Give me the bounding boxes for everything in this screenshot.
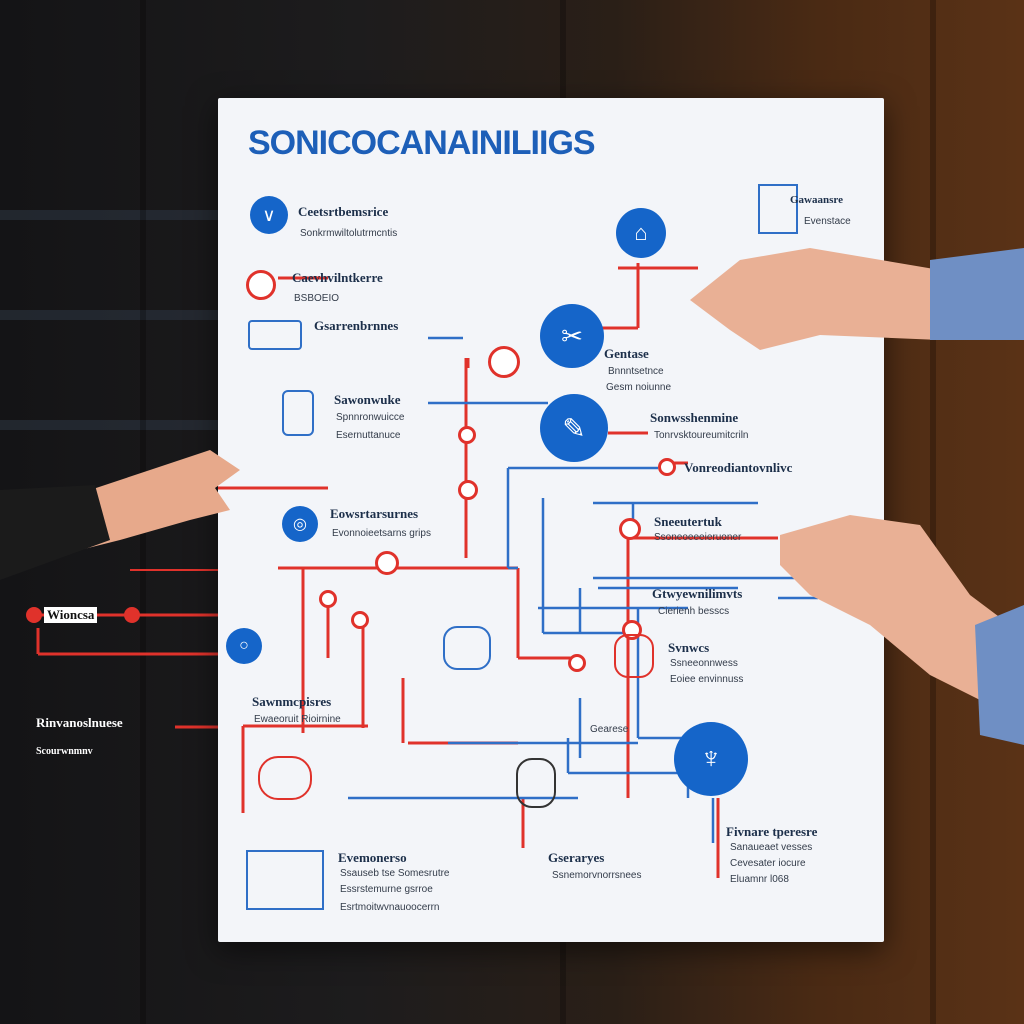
device-icon [282,390,314,436]
label-15-sub3: Eluamnr l068 [730,874,789,885]
network-node-icon: ♆ [674,722,748,796]
label-4-sub: Spnnronwuicce [336,412,404,423]
label-7-sub2: Essrstemurne gsrroe [340,884,433,895]
label-15: Fivnare tperesre [726,824,817,840]
connector-node [319,590,337,608]
robot-icon [258,756,312,800]
label-5: Eowsrtarsurnes [330,506,418,522]
gear-icon [246,270,276,300]
label-7: Evemonerso [338,850,407,866]
label-8-sub: Bnnntsetnce [608,366,664,377]
label-13-sub: Ssneeonnwess [670,658,738,669]
label-15-sub: Sanaueaet vesses [730,842,812,853]
network-node-icon: ∨ [250,196,288,234]
label-9: Sonwsshenmine [650,410,738,426]
label-8: Gentase [604,346,649,362]
engine-icon [614,634,654,678]
bus-icon [248,320,302,350]
label-13-sub2: Eoiee envinnuss [670,674,743,685]
label-2-sub: BSBOEIO [294,293,339,304]
gear-icon [488,346,520,378]
label-14-sub: Ssnemorvnorrsnees [552,870,641,881]
machine-icon [443,626,491,670]
outside-label-3: Scourwnmnv [36,746,93,757]
label-2: Caevhvilntkerre [292,270,383,286]
connector-node [458,480,478,500]
top-right-hand [680,240,1024,370]
label-7-sub3: Esrtmoitwvnauoocerrn [340,902,439,913]
label-16: Gawaansre [790,194,843,206]
label-4: Sawonwuke [334,392,400,408]
figure-icon [516,758,556,808]
label-6-sub: Ewaeoruit Rioirnine [254,714,341,725]
connector-node [619,518,641,540]
label-1: Ceetsrtbemsrice [298,204,388,220]
label-5-sub: Evonnoieetsarns grips [332,528,431,539]
label-10: Vonreodiantovnlivc [684,460,792,476]
document-icon [246,850,324,910]
label-11: Sneeutertuk [654,514,722,530]
network-node-icon: ✂ [540,304,604,368]
label-9-sub: Tonrvsktoureumitcriln [654,430,748,441]
label-4-sub2: Esernuttanuce [336,430,401,441]
network-node-icon: ⌂ [616,208,666,258]
label-14: Gseraryes [548,850,604,866]
outside-label-2: Rinvanoslnuese [36,715,123,731]
label-17: Gearese [590,724,628,735]
connector-node [375,551,399,575]
label-3: Gsarrenbrnnes [314,318,398,334]
network-node-icon: ✎ [540,394,608,462]
network-node-icon: ○ [226,628,262,664]
label-6: Sawnmcpisres [252,694,331,710]
connector-node [458,426,476,444]
left-hand [0,430,250,590]
label-15-sub2: Cevesater iocure [730,858,806,869]
outside-label-1: Wioncsa [44,607,97,623]
bottom-right-hand [770,505,1024,745]
label-12: Gtwyewnilimvts [652,586,742,602]
connector-node [658,458,676,476]
label-16-sub: Evenstace [804,216,851,227]
building-icon [758,184,798,234]
label-13: Svnwcs [668,640,709,656]
connector-node [351,611,369,629]
connector-node [568,654,586,672]
label-1-sub: Sonkrmwiltolutrmcntis [300,228,397,239]
network-node-icon: ◎ [282,506,318,542]
label-8-sub2: Gesm noiunne [606,382,671,393]
label-11-sub: Ssoneoeeeieruoner [654,532,741,543]
label-12-sub: Cierienh besscs [658,606,729,617]
label-7-sub: Ssauseb tse Somesrutre [340,868,450,879]
